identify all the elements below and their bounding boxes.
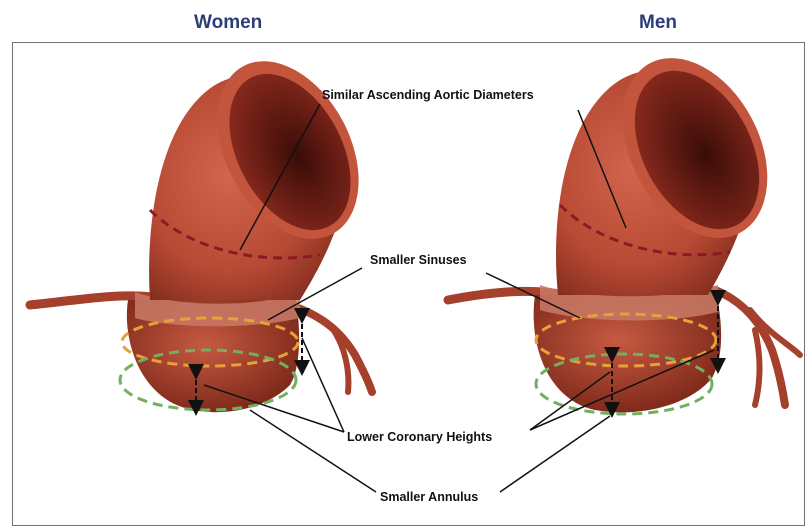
label-smaller-sinuses: Smaller Sinuses: [370, 253, 467, 267]
leader-coronary-2: [302, 338, 344, 432]
label-ascending-diameters: Similar Ascending Aortic Diameters: [322, 88, 534, 102]
leader-annulus-men: [500, 416, 610, 492]
label-smaller-annulus: Smaller Annulus: [380, 490, 478, 504]
label-lower-coronary-heights: Lower Coronary Heights: [347, 430, 492, 444]
